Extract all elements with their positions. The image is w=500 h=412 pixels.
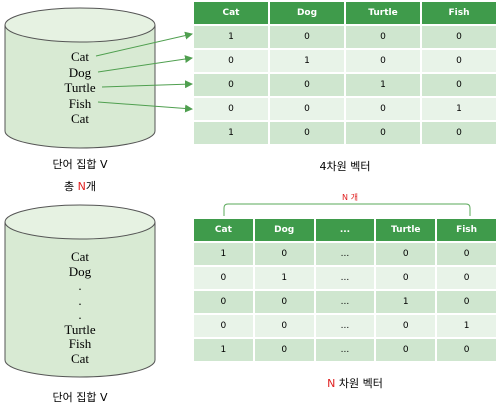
word-item: Dog [68,64,92,80]
table-row: 1 0 0 0 [194,120,498,144]
top-word-list: Cat Dog Turtle Fish Cat [20,49,140,127]
table-cell: 0 [269,120,346,144]
table-cell: 1 [194,337,255,361]
table-cell: 0 [269,72,346,97]
column-header: Turtle [345,2,422,25]
table-cell: 0 [375,337,438,361]
table-cell: 1 [421,96,498,121]
table-cell: 1 [269,48,346,73]
table-cell: 1 [253,265,316,290]
ellipsis-dot: . [78,278,82,293]
table-cell: 0 [436,265,498,290]
column-header: Cat [194,219,255,242]
table-row: 1 0 ... 0 0 [194,241,498,266]
word-item: Fish [68,336,92,351]
table-cell: 0 [421,120,498,144]
table-cell: 0 [253,313,316,338]
table-header-row: Cat Dog Turtle Fish [194,2,498,25]
n-dim-vector-caption: N 차원 벡터 [327,377,383,390]
table-row: 1 0 0 0 [194,24,498,49]
table-cell: 0 [269,24,346,49]
table-cell: ... [314,265,377,290]
table-cell: 0 [194,96,270,121]
table-row: 0 0 1 0 [194,72,498,97]
column-header: Cat [194,2,270,25]
word-item: Turtle [64,321,96,337]
table-cell: 0 [345,96,422,121]
table-cell: ... [314,241,377,266]
n-brace [223,203,471,216]
column-header: Dog [253,219,316,242]
table-header-row: Cat Dog ... Turtle Fish [194,219,498,242]
table-cell: 0 [436,337,498,361]
table-cell: 1 [194,241,255,266]
top-word-set-caption: 단어 집합 V [52,158,108,171]
column-header: Turtle [375,219,438,242]
arrow-cat [95,31,193,57]
table-row: 0 0 ... 0 1 [194,313,498,338]
table-cell: 0 [421,72,498,97]
word-item: Fish [68,95,92,111]
table-cell: 0 [194,265,255,290]
top-word-set-cylinder [4,7,156,149]
table-cell: ... [314,313,377,338]
column-header: ... [314,219,377,242]
table-cell: 0 [421,48,498,73]
brace-label: N 개 [342,193,358,202]
table-cell: 0 [421,24,498,49]
column-header: Fish [421,2,498,25]
column-header: Fish [436,219,498,242]
table-cell: 0 [436,289,498,314]
table-cell: 0 [269,96,346,121]
table-row: 0 1 0 0 [194,48,498,73]
word-item: Dog [68,263,92,279]
table-cell: 0 [345,24,422,49]
table-cell: ... [314,337,377,361]
table-row: 1 0 ... 0 0 [194,337,498,361]
table-cell: 0 [194,313,255,338]
four-dim-vector-caption: 4차원 벡터 [319,160,371,173]
arrow-dog [97,55,193,73]
table-cell: 0 [194,72,270,97]
table-cell: 0 [253,241,316,266]
table-cell: 1 [345,72,422,97]
word-item: Cat [70,350,90,366]
table-cell: 0 [194,289,255,314]
arrow-fish [97,101,193,113]
table-row: 0 0 0 1 [194,96,498,121]
table-cell: 0 [375,241,438,266]
table-cell: 0 [194,48,270,73]
table-cell: 1 [194,24,270,49]
bottom-word-set-caption: 단어 집합 V [52,391,108,404]
table-cell: 1 [375,289,438,314]
bottom-word-set-cylinder [4,204,156,378]
table-row: 0 1 ... 0 0 [194,265,498,290]
table-cell: ... [314,289,377,314]
table-cell: 0 [375,313,438,338]
arrow-turtle [101,80,193,89]
four-dim-vector-table: Cat Dog Turtle Fish 1 0 0 0 0 1 0 0 0 0 … [194,2,498,144]
table-cell: 0 [436,241,498,266]
table-row: 0 0 ... 1 0 [194,289,498,314]
word-item: Turtle [64,80,96,95]
word-item: Cat [70,49,90,64]
table-cell: 0 [345,48,422,73]
total-count-caption: 총 N개 [64,180,96,193]
table-cell: 0 [375,265,438,290]
word-item: Cat [70,111,90,126]
table-cell: 1 [436,313,498,338]
table-cell: 1 [194,120,270,144]
table-cell: 0 [253,289,316,314]
table-cell: 0 [253,337,316,361]
ellipsis-dot: . [78,307,82,322]
column-header: Dog [269,2,346,25]
n-dim-vector-table: Cat Dog ... Turtle Fish 1 0 ... 0 0 0 1 … [194,219,498,361]
bottom-word-list: Cat Dog . . . Turtle Fish Cat [20,249,140,366]
word-item: Cat [70,249,90,264]
ellipsis-dot: . [78,292,82,308]
table-cell: 0 [345,120,422,144]
